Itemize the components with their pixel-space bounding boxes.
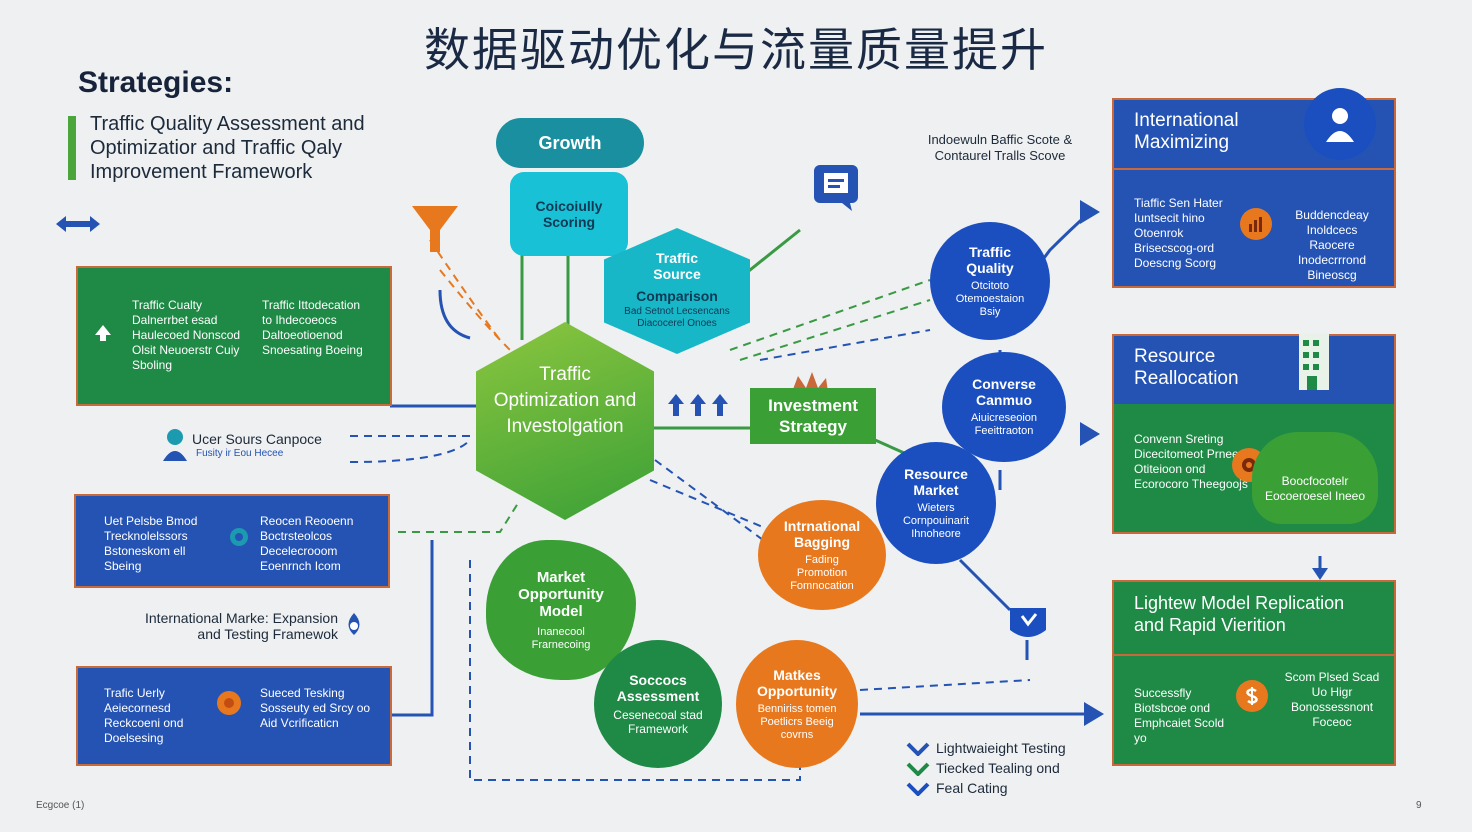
panel-2-header-bg [1114, 336, 1394, 404]
top-note: Indoewuln Baffic Scote & Contaurel Trall… [927, 132, 1073, 163]
left-banner-2-col1: Uet Pelsbe Bmod Trecknolelssors Bstonesk… [104, 514, 198, 573]
traffic-source-subtitle: Comparison [636, 288, 718, 304]
traffic-optimization-label: Traffic Optimization and Investolgation [493, 364, 637, 437]
converse-title: Converse Canmuo [972, 376, 1036, 408]
dollar-icon [1236, 680, 1268, 712]
traffic-source-title: Traffic Source [653, 250, 701, 282]
legend-label-3: Feal Cating [936, 780, 1008, 796]
traffic-quality-title: Traffic Quality [966, 243, 1014, 276]
left-banner-verification: Trafic Uerly Aeiecornesd Reckcoeni ond D… [76, 666, 392, 766]
left-banner-1-col1: Traffic Cualty Dalnerrbet esad Haulecoed… [132, 298, 241, 372]
page-title: 数据驱动优化与流量质量提升 [424, 23, 1048, 77]
resource-market-sub: Wieters Cornpouinarit Ihnoheore [902, 501, 970, 540]
user-source-sub: Fusity ir Eou Hecee [196, 448, 284, 459]
traffic-source-text: Traffic Source Comparison Bad Setnot Lec… [604, 250, 750, 330]
converse-sub: Aiuicreseoion Feeittraoton [970, 412, 1038, 437]
building-icon [1282, 330, 1344, 392]
growth-cloud: Growth [496, 118, 644, 168]
left-banner-quality: Traffic Cualty Dalnerrbet esad Haulecoed… [76, 266, 392, 406]
legend-navy-icon [906, 782, 930, 796]
shield-icon [1006, 604, 1050, 644]
investment-strategy-box: Investment Strategy [750, 388, 876, 444]
quality-scoring-cylinder: Coicoiully Scoring [510, 172, 628, 256]
plant-icon [788, 368, 832, 392]
gear-icon [226, 524, 252, 550]
traffic-quality-sub: Otcitoto Otemoestaion Bsiy [955, 279, 1025, 318]
resource-market-title: Resource Market [904, 465, 968, 498]
users-icon [1304, 88, 1376, 160]
left-banner-2-col2: Reocen Reooenn Boctrsteolcos Decelecrooo… [260, 514, 354, 573]
left-banner-3-col2: Sueced Tesking Sosseuty ed Srcy oo Aid V… [260, 686, 371, 730]
market-opportunity-model-blob: Market Opportunity Model Inanecool Frarn… [486, 540, 636, 680]
panel-2-col1: Convenn Sreting Dicecitomeot Prneep Otit… [1134, 432, 1248, 491]
funnel-icon [410, 204, 460, 256]
panel-3-col2: Scom Plsed Scad Uo Higr Bonossessnont Fo… [1284, 670, 1380, 729]
chart-icon [1240, 208, 1272, 240]
panel-lightweight-model: Lightew Model Replication and Rapid Vier… [1112, 580, 1396, 766]
drop-icon [340, 610, 368, 638]
chat-icon [812, 160, 860, 212]
legend-green-icon [906, 762, 930, 776]
intl-bagging-circle: Intrnational Bagging Fading Promotion Fo… [758, 500, 886, 610]
left-banner-platform: Uet Pelsbe Bmod Trecknolelssors Bstonesk… [74, 494, 390, 588]
legend-blue-icon [906, 742, 930, 756]
intro-text: Traffic Quality Assessment and Optimizat… [90, 113, 365, 183]
panel-3-title: Lightew Model Replication and Rapid Vier… [1134, 593, 1345, 635]
success-assessment-circle: Soccocs Assessment Cesenecoal stad Frame… [594, 640, 722, 768]
market-opportunity-sub: Benniriss tomen Poetlicrs Beeig covrns [757, 702, 837, 741]
strategies-heading: Strategies: [78, 66, 234, 99]
double-arrow-icon [54, 214, 102, 234]
legend-label-1: Lightwaieight Testing [936, 740, 1066, 756]
market-opportunity-circle: Matkes Opportunity Benniriss tomen Poetl… [736, 640, 858, 768]
panel-1-title: International Maximizing [1134, 110, 1239, 153]
success-assessment-title: Soccocs Assessment [616, 672, 700, 704]
left-banner-3-col1: Trafic Uerly Aeiecornesd Reckcoeni ond D… [104, 686, 184, 745]
intl-bagging-sub: Fading Promotion Fomnocation [790, 553, 854, 592]
market-opportunity-title: Matkes Opportunity [756, 666, 838, 699]
left-banner-1-col2: Traffic Ittodecation to Ihdecoeocs Dalto… [262, 298, 363, 357]
intl-bagging-title: Intrnational Bagging [783, 517, 861, 550]
success-assessment-sub: Cesenecoal stad Framework [613, 708, 703, 736]
legend-item: Tiecked Tealing ond [906, 758, 1066, 778]
market-model-sub: Inanecool Frarnecoing [531, 625, 591, 651]
panel-resource-reallocation: Resource Reallocation Convenn Sreting Di… [1112, 334, 1396, 534]
legend-item: Feal Cating [906, 778, 1066, 798]
intro-accent-bar [68, 116, 76, 180]
panel-1-col1: Tiaffic Sen Hater Iuntsecit hino Otoenro… [1134, 196, 1223, 270]
traffic-quality-circle: Traffic Quality Otcitoto Otemoestaion Bs… [930, 222, 1050, 340]
traffic-source-desc: Bad Setnot Lecsencans Diacocerel Onoes [624, 306, 730, 329]
panel-2-title: Resource Reallocation [1134, 346, 1239, 389]
user-source-label: Ucer Sours Canpoce [192, 431, 322, 447]
panel-2-col2: Boocfocotelr Eocoeroesel Ineeo [1252, 432, 1378, 524]
legend-label-2: Tiecked Tealing ond [936, 760, 1060, 776]
panel-1-col2: Buddencdeay Inoldcecs Raocere Inodecrrro… [1295, 208, 1369, 282]
resource-market-circle: Resource Market Wieters Cornpouinarit Ih… [876, 442, 996, 564]
panel-1-divider [1114, 168, 1394, 170]
target-icon [214, 688, 244, 718]
panel-3-divider [1114, 654, 1394, 656]
arrow-up-icon [88, 318, 118, 348]
growth-arrows-icon [664, 392, 734, 418]
footer-left: Ecgcoe (1) [36, 800, 85, 811]
user-icon [160, 426, 190, 462]
intl-market-label: International Marke: Expansion and Testi… [145, 610, 338, 642]
legend-item: Lightwaieight Testing [906, 738, 1066, 758]
panel-3-col1: Successfly Biotsbcoe ond Emphcaiet Scold… [1134, 686, 1225, 745]
legend: Lightwaieight Testing Tiecked Tealing on… [906, 738, 1066, 798]
panel-intl-maximizing: International Maximizing Tiaffic Sen Hat… [1112, 88, 1396, 288]
market-model-title: Market Opportunity Model [518, 568, 604, 620]
footer-page-number: 9 [1416, 800, 1422, 811]
converse-circle: Converse Canmuo Aiuicreseoion Feeittraot… [942, 352, 1066, 462]
